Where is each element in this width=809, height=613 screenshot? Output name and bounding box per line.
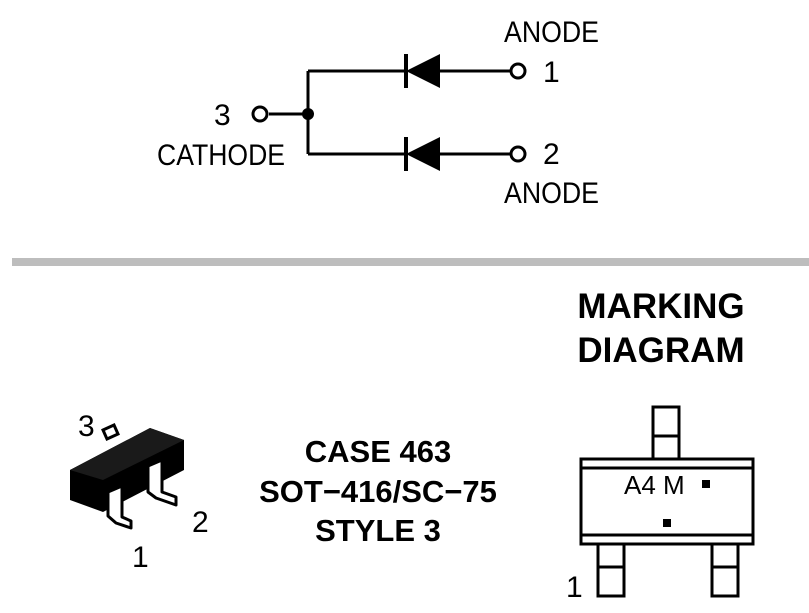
package-pin2-lead — [146, 458, 178, 507]
pin3-number: 3 — [214, 99, 231, 132]
diode-1 — [404, 54, 511, 88]
marking-title-line2: DIAGRAM — [577, 331, 744, 370]
marking-body — [579, 457, 755, 546]
schematic: ANODE 1 2 ANODE 3 CATHODE — [157, 16, 599, 210]
package-pin1-number: 1 — [132, 541, 149, 574]
package-pin2-number: 2 — [192, 506, 209, 539]
marking-title-line1: MARKING — [577, 287, 744, 326]
marking-code-dot — [702, 480, 710, 488]
marking-code: A4 M — [624, 470, 685, 500]
package-drawing: 3 2 1 — [70, 410, 209, 574]
pin1-terminal — [509, 62, 527, 80]
junction-dot — [302, 108, 314, 120]
package-body — [70, 428, 184, 512]
package-pin3-lead — [101, 423, 120, 441]
package-pin3-number: 3 — [78, 410, 95, 443]
pin1-label: ANODE — [504, 16, 599, 49]
marking-bottom-right-lead — [710, 542, 740, 598]
case-package-name: SOT−416/SC−75 — [259, 474, 497, 509]
pin1-number: 1 — [543, 56, 560, 89]
case-style: STYLE 3 — [315, 513, 441, 548]
case-info: CASE 463 SOT−416/SC−75 STYLE 3 — [259, 434, 497, 548]
pin3-terminal — [251, 105, 269, 123]
marking-pin1-number: 1 — [566, 571, 583, 604]
marking-top-lead — [651, 405, 681, 461]
pin2-label: ANODE — [504, 177, 599, 210]
marking-pin1-dot — [663, 519, 671, 527]
pin2-terminal — [509, 145, 527, 163]
section-divider — [12, 258, 809, 266]
cathode-wire — [269, 69, 404, 156]
marking-bottom-left-lead — [596, 542, 626, 598]
case-number: CASE 463 — [305, 434, 451, 469]
diode-2 — [404, 137, 511, 171]
package-pin1-lead — [106, 484, 133, 530]
pin3-label: CATHODE — [157, 139, 285, 172]
marking-diagram: MARKING DIAGRAM A4 M 1 — [566, 287, 755, 604]
pin2-number: 2 — [543, 138, 560, 171]
